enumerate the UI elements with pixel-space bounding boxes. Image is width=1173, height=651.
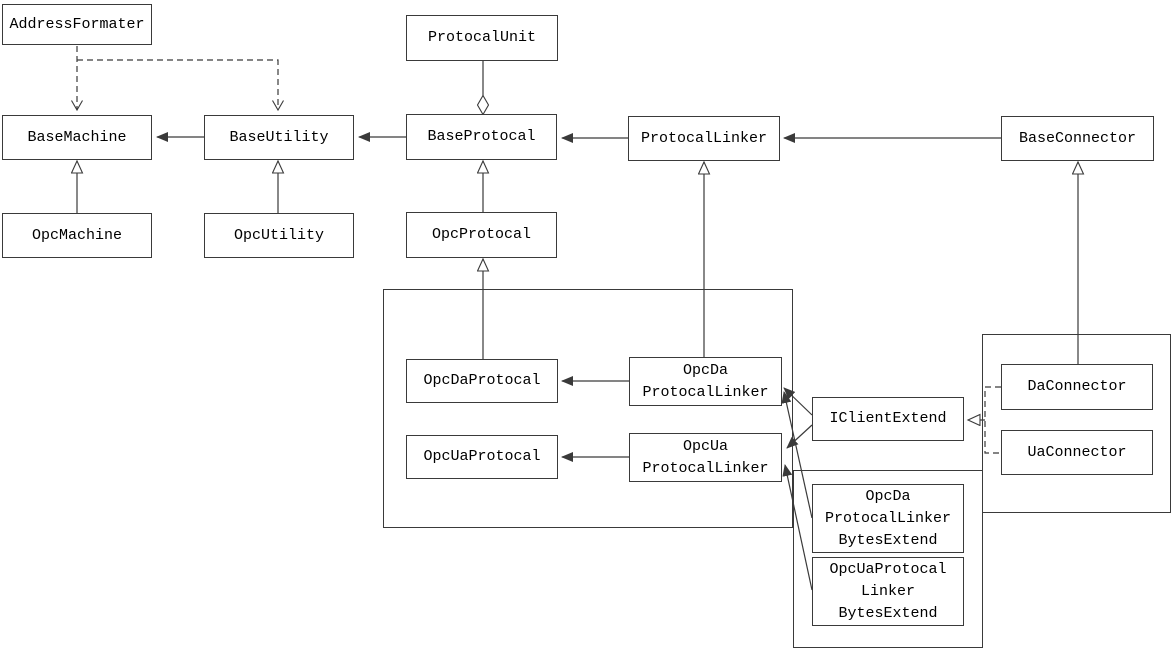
class-label-line: UaConnector xyxy=(1027,443,1127,461)
class-box-address-formater: AddressFormater xyxy=(2,4,152,45)
class-label-line: OpcDa xyxy=(682,361,728,379)
class-label-line: BaseMachine xyxy=(27,128,127,146)
class-label-line: DaConnector xyxy=(1027,378,1127,395)
class-label-line: ProtocalLinker xyxy=(824,509,952,527)
class-label-line: ProtocalUnit xyxy=(427,29,537,46)
class-label-line: BytesExtend xyxy=(838,531,938,549)
class-label-line: BaseUtility xyxy=(229,128,329,146)
class-label-line: ProtocalLinker xyxy=(640,129,768,147)
group-opc-protocal-family xyxy=(383,289,793,528)
class-label-line: OpcDa xyxy=(865,487,911,505)
class-box-ua-connector: UaConnector xyxy=(1001,430,1153,475)
class-label-line: BaseConnector xyxy=(1018,129,1137,147)
class-label-line: Linker xyxy=(860,582,915,600)
class-box-protocal-linker: ProtocalLinker xyxy=(628,116,780,161)
class-box-opc-protocal: OpcProtocal xyxy=(406,212,557,258)
class-box-protocal-unit: ProtocalUnit xyxy=(406,15,558,61)
class-label-line: ProtocalLinker xyxy=(642,459,769,477)
class-label-line: OpcUa xyxy=(682,437,728,455)
class-label-line: BytesExtend xyxy=(838,604,938,622)
edge-dependency-address-formater-to-base-utility xyxy=(77,59,284,112)
class-label-line: OpcProtocal xyxy=(431,226,532,243)
group-connectors xyxy=(982,334,1171,513)
class-box-opc-ua-protocal: OpcUaProtocal xyxy=(406,435,558,479)
class-box-opc-utility: OpcUtility xyxy=(204,213,354,258)
class-label-line: OpcMachine xyxy=(31,226,122,244)
class-box-iclient-extend: IClientExtend xyxy=(812,397,964,441)
class-label-line: IClientExtend xyxy=(829,410,947,427)
class-label-line: OpcUtility xyxy=(233,226,324,244)
class-label-line: OpcUaProtocal xyxy=(423,448,541,465)
class-box-base-machine: BaseMachine xyxy=(2,115,152,160)
class-label-line: OpcDaProtocal xyxy=(423,372,541,389)
class-box-opc-da-protocal: OpcDaProtocal xyxy=(406,359,558,403)
class-label-line: ProtocalLinker xyxy=(642,383,769,401)
class-label-line: BaseProtocal xyxy=(427,128,536,145)
class-label-line: AddressFormater xyxy=(9,15,145,33)
class-box-opc-machine: OpcMachine xyxy=(2,213,152,258)
class-box-base-connector: BaseConnector xyxy=(1001,116,1154,161)
class-box-base-protocal: BaseProtocal xyxy=(406,114,557,160)
class-box-base-utility: BaseUtility xyxy=(204,115,354,160)
class-label-line: OpcUaProtocal xyxy=(829,560,947,578)
class-box-da-connector: DaConnector xyxy=(1001,364,1153,410)
